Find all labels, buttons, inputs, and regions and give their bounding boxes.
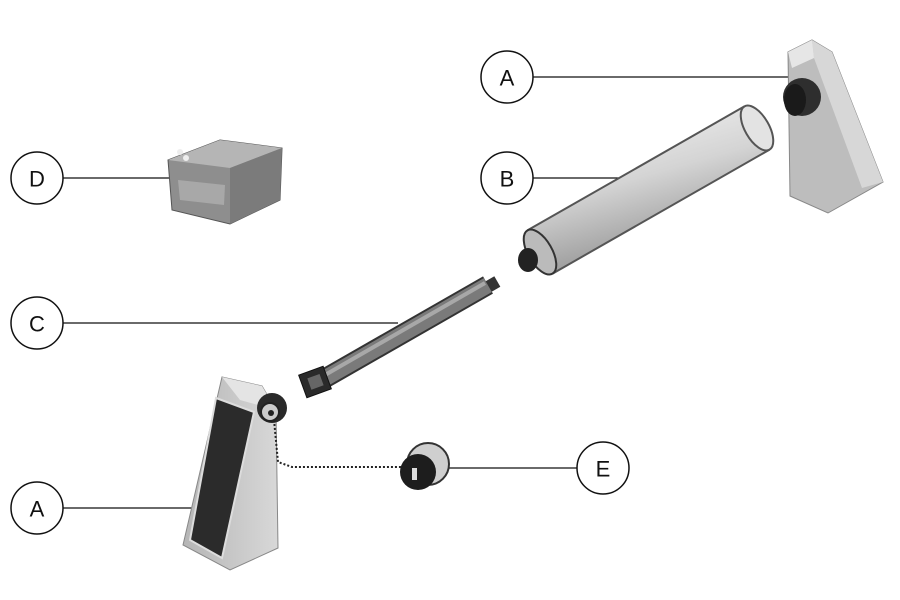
- callout-label: D: [29, 167, 45, 192]
- tubular-motor: [298, 276, 501, 399]
- end-bracket-solar: [182, 376, 287, 571]
- callout-label: C: [29, 312, 45, 337]
- callout-label: A: [30, 497, 45, 522]
- callout-a-bottom: A: [10, 481, 64, 535]
- end-bracket-right: [783, 39, 884, 214]
- key-switch: [400, 442, 450, 490]
- callout-label: B: [500, 167, 515, 192]
- wire: [273, 419, 402, 468]
- solar-panel: [188, 396, 256, 560]
- roller-tube: [518, 104, 775, 276]
- callout-c: C: [10, 296, 64, 350]
- callout-a-top: A: [480, 50, 534, 104]
- callout-d: D: [10, 151, 64, 205]
- leader-lines: [63, 76, 795, 509]
- callout-b: B: [480, 151, 534, 205]
- callout-label: A: [500, 66, 515, 91]
- callout-label: E: [596, 457, 611, 482]
- callout-e: E: [576, 441, 630, 495]
- battery: [167, 139, 283, 225]
